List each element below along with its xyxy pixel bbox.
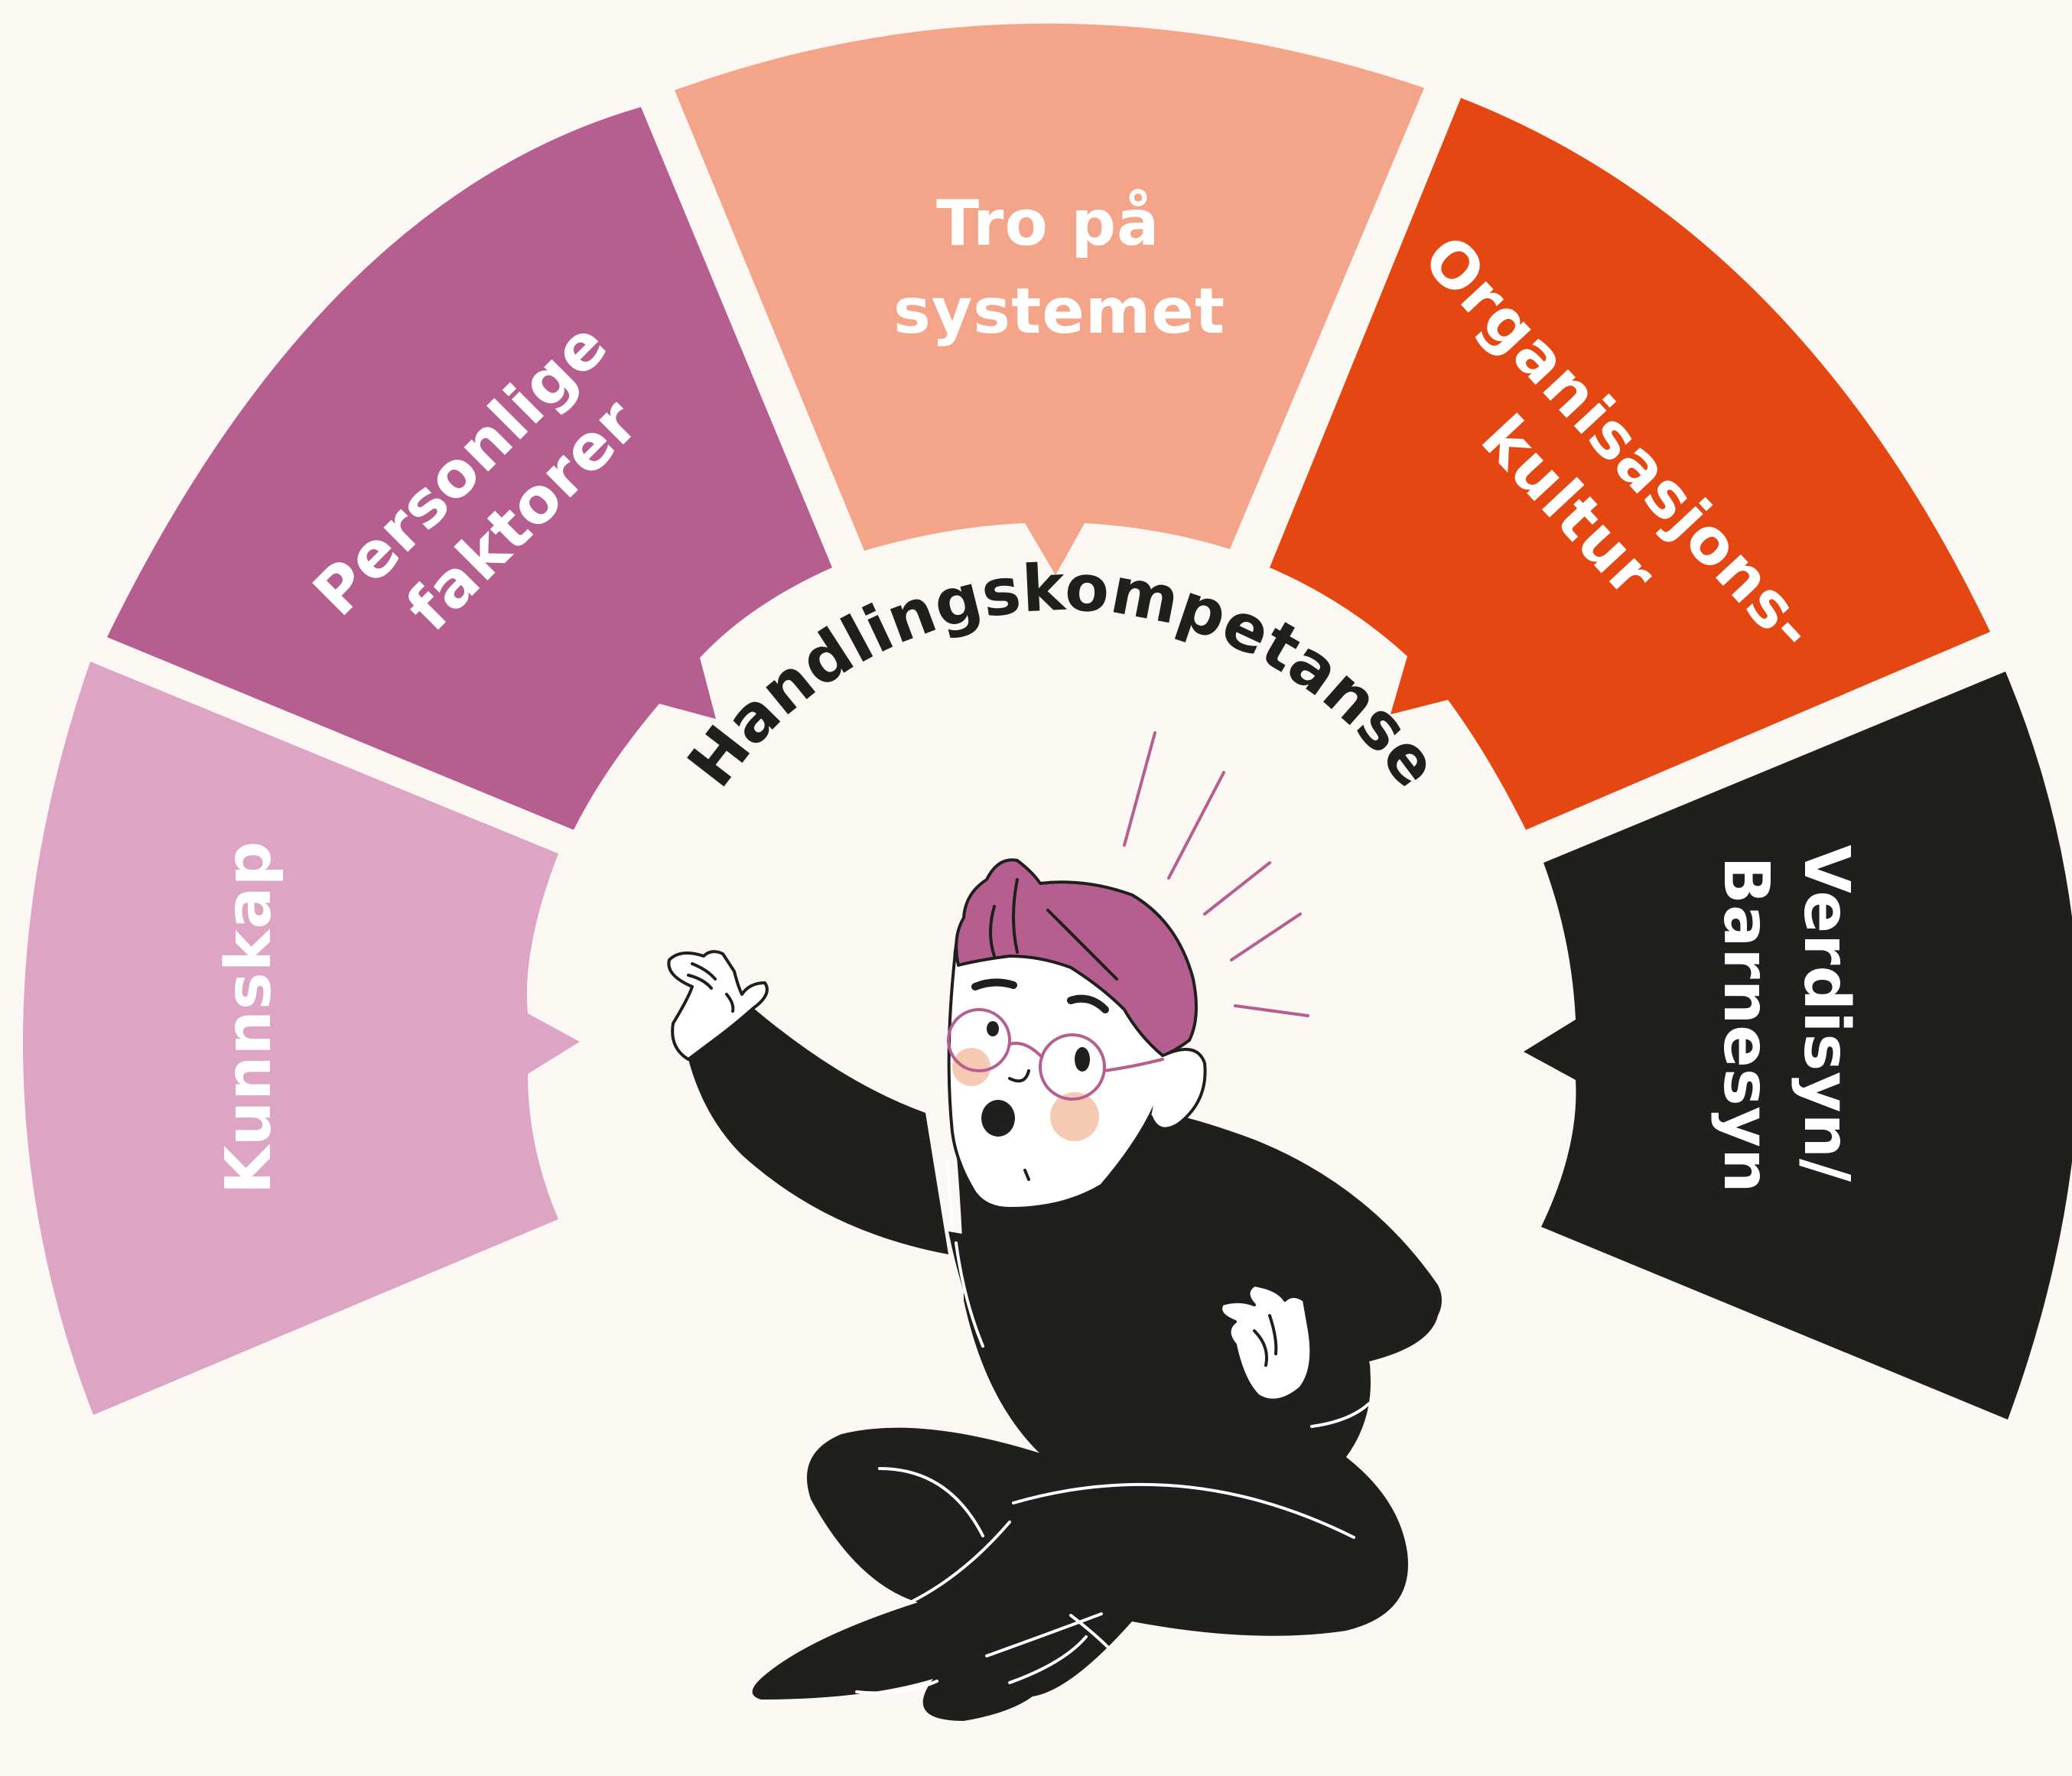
person-illustration [667, 731, 1442, 1721]
segment-organisasjonskultur: Organisasjons- kultur [1270, 98, 1990, 830]
segment-personlige-faktorer-shape [107, 107, 832, 830]
segment-organisasjonskultur-shape [1270, 98, 1990, 830]
right-eye-icon [1075, 1047, 1090, 1072]
segment-tro-pa-systemet: Tro på systemet [675, 23, 1424, 576]
left-cheek-icon [952, 1048, 990, 1086]
segment-tro-pa-systemet-shape [675, 23, 1424, 576]
person-raised-hand [667, 950, 769, 1061]
segment-kunnskap: Kunnskap [22, 662, 580, 1415]
person-head [947, 858, 1207, 1210]
segment-personlige-faktorer: Personlige faktorer [107, 107, 832, 830]
left-eye-icon [987, 1021, 999, 1036]
segment-kunnskap-shape [22, 662, 580, 1415]
person-hip-hand [1219, 1283, 1313, 1402]
glasses-icon [947, 1008, 1164, 1101]
segment-verdisyn-barnesyn-label: Verdisyn/ Barnesyn [1709, 845, 1862, 1205]
segment-tro-pa-systemet-label: Tro på systemet [893, 187, 1225, 348]
hair-icon [955, 858, 1198, 1057]
segment-kunnskap-label: Kunnskap [213, 841, 285, 1195]
person-raised-arm [688, 1008, 948, 1254]
mouth-icon [981, 1100, 1015, 1137]
excitement-lines [1123, 731, 1309, 1017]
ear-icon [1150, 1048, 1207, 1130]
segment-verdisyn-barnesyn: Verdisyn/ Barnesyn [1524, 672, 2072, 1420]
segment-verdisyn-barnesyn-shape [1524, 672, 2072, 1420]
right-cheek-icon [1050, 1092, 1099, 1141]
